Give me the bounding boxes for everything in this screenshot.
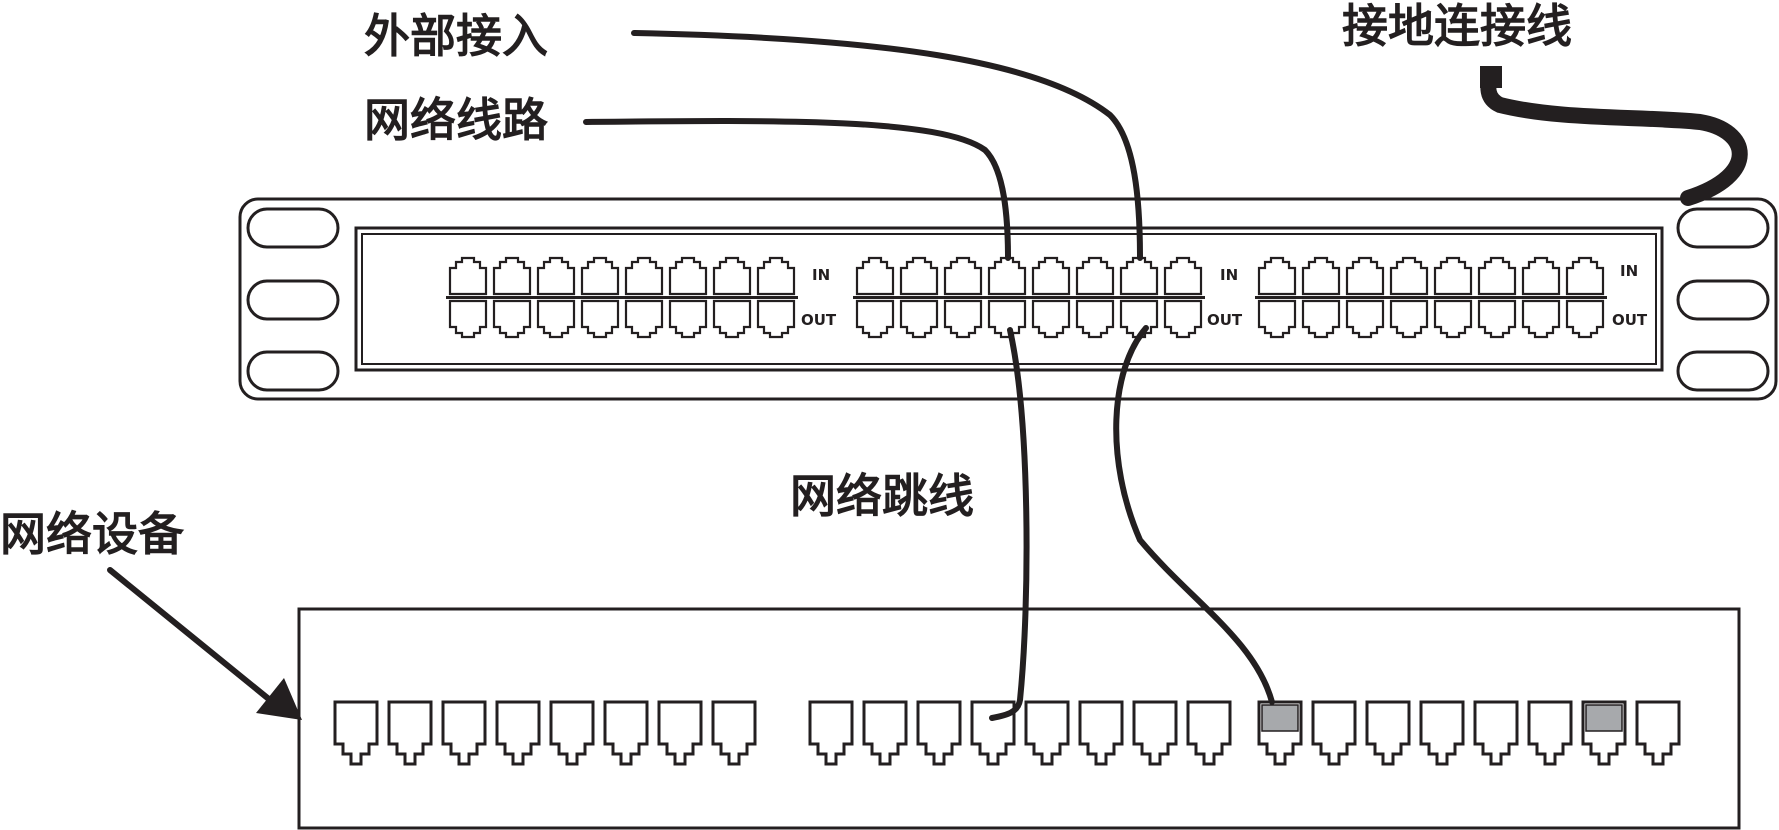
patch-panel: IN OUT IN OUT IN OUT — [238, 197, 1778, 401]
ground-connector — [1480, 66, 1502, 88]
mount-slot — [1676, 207, 1770, 249]
mount-slot — [246, 350, 340, 392]
mount-slot — [246, 207, 340, 249]
group-3-in-label: IN — [1620, 262, 1638, 280]
network-device-arrow — [107, 567, 302, 720]
mount-slot — [1676, 279, 1770, 321]
group-1-in-label: IN — [812, 266, 830, 284]
mount-slot — [246, 279, 340, 321]
label-network-device: 网络设备 — [0, 507, 185, 561]
cables — [583, 30, 1748, 721]
label-patch-cord: 网络跳线 — [790, 469, 974, 523]
patch-cord-2 — [1113, 325, 1275, 705]
external-access-cable — [631, 30, 1143, 261]
group-1-out-label: OUT — [801, 311, 837, 329]
label-external-access: 外部接入 — [364, 9, 548, 63]
panel-row-divider — [1255, 296, 1607, 299]
network-device — [297, 607, 1741, 830]
mount-slot — [1676, 350, 1770, 392]
group-2-out-label: OUT — [1207, 311, 1243, 329]
group-2-in-label: IN — [1220, 266, 1238, 284]
active-port-indicator — [1261, 704, 1299, 732]
active-port-indicator — [1585, 704, 1623, 732]
network-line-cable — [583, 118, 1011, 261]
patch-cord-1 — [989, 327, 1030, 721]
panel-row-divider — [853, 296, 1205, 299]
group-3-out-label: OUT — [1612, 311, 1648, 329]
ground-cable — [1480, 66, 1748, 206]
panel-row-divider — [446, 296, 798, 299]
label-ground-wire: 接地连接线 — [1342, 0, 1572, 53]
label-network-line: 网络线路 — [364, 93, 549, 147]
